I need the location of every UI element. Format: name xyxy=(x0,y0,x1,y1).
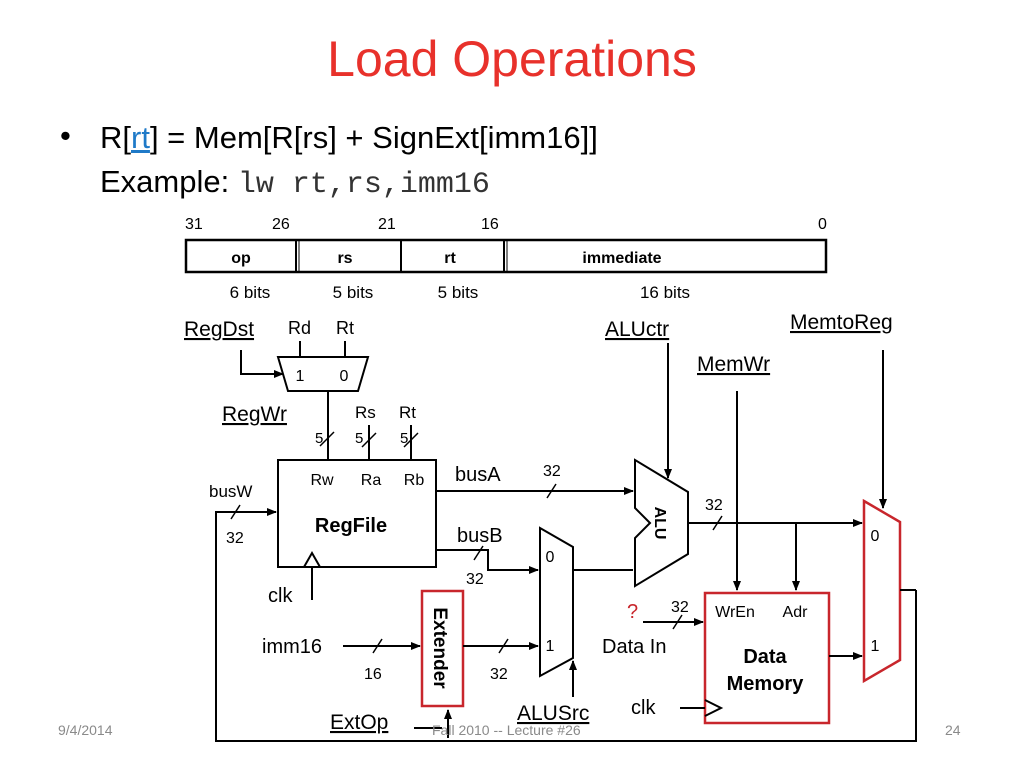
width-op: 6 bits xyxy=(230,283,271,302)
alu: ALU xyxy=(634,343,689,588)
rw-width: 5 xyxy=(315,430,323,447)
rd-label: Rd xyxy=(288,318,311,338)
example-code: lw rt,rs,imm16 xyxy=(237,168,490,202)
wren-port: WrEn xyxy=(715,604,755,621)
rb-width: 5 xyxy=(400,430,408,447)
width-rs: 5 bits xyxy=(333,283,374,302)
memtoreg-mux-shape xyxy=(862,498,902,684)
bullet-line-2: Example: lw rt,rs,imm16 xyxy=(100,164,490,202)
field-op: op xyxy=(231,250,251,267)
rs-input-label: Rs xyxy=(355,403,376,422)
rb-port: Rb xyxy=(404,472,425,489)
busb-width: 32 xyxy=(466,571,484,588)
data-memory: WrEn Adr Data Memory clk xyxy=(631,591,831,725)
bit-0: 0 xyxy=(818,216,827,233)
data-in-width: 32 xyxy=(671,599,689,616)
imm16-width: 16 xyxy=(364,666,382,683)
width-rt: 5 bits xyxy=(438,283,479,302)
regfile-clk-label: clk xyxy=(268,585,293,607)
busa-width: 32 xyxy=(543,463,561,480)
bullet-line-1-prefix: R[ xyxy=(100,120,131,155)
rt-input-label: Rt xyxy=(399,403,416,422)
alusrc-mux: 0 1 xyxy=(539,526,633,697)
imm16-label: imm16 xyxy=(262,636,322,658)
regdst-mux-shape xyxy=(276,356,370,392)
data-memory-name-2: Memory xyxy=(727,673,805,695)
field-rt: rt xyxy=(444,250,456,267)
footer-date: 9/4/2014 xyxy=(58,722,113,738)
alusrc-mux-sel0: 0 xyxy=(546,549,555,566)
memtoreg-mux-sel0: 0 xyxy=(871,528,880,545)
data-in-question: ? xyxy=(627,601,638,623)
instruction-frame xyxy=(184,238,828,274)
extender-name: Extender xyxy=(429,607,450,689)
alusrc-mux-shape xyxy=(539,526,574,678)
extender-box xyxy=(420,589,465,708)
alu-shape xyxy=(634,458,689,588)
ra-port: Ra xyxy=(361,472,382,489)
regdst-mux: Rd Rt 1 0 xyxy=(240,318,370,460)
field-rs: rs xyxy=(337,250,352,267)
bullet-line-1-rest: ] = Mem[R[rs] + SignExt[imm16]] xyxy=(149,120,598,155)
regdst-mux-sel1: 1 xyxy=(296,368,305,385)
alu-out-width: 32 xyxy=(705,497,723,514)
memtoreg-mux: 0 1 xyxy=(862,498,916,684)
bit-16: 16 xyxy=(481,216,499,233)
regfile-box xyxy=(277,459,437,568)
regdst-mux-sel0: 0 xyxy=(340,368,349,385)
alusrc-label: ALUSrc xyxy=(517,702,589,725)
bullet-line-1: R[rt] = Mem[R[rs] + SignExt[imm16]] xyxy=(100,120,598,156)
footer-page-number: 24 xyxy=(945,722,961,738)
instruction-format: 31 26 21 16 0 op rs rt immediate 6 bits … xyxy=(184,216,828,302)
extop-label: ExtOp xyxy=(330,711,388,734)
busb-label: busB xyxy=(457,525,503,547)
rt-link[interactable]: rt xyxy=(131,120,150,155)
rt-label: Rt xyxy=(336,318,354,338)
regfile-name: RegFile xyxy=(315,515,387,537)
extender: Extender xyxy=(420,589,465,708)
width-immediate: 16 bits xyxy=(640,283,690,302)
data-in-label: Data In xyxy=(602,636,666,658)
busa-label: busA xyxy=(455,464,501,486)
bullet-marker: • xyxy=(60,118,71,153)
memory-clk-label: clk xyxy=(631,697,656,719)
field-immediate: immediate xyxy=(582,250,661,267)
busb-wire xyxy=(436,549,539,574)
memwr-label: MemWr xyxy=(697,353,770,376)
regdst-label: RegDst xyxy=(184,318,254,341)
slide-title: Load Operations xyxy=(327,31,697,87)
data-memory-box xyxy=(703,591,831,725)
footer-lecture: Fall 2010 -- Lecture #26 xyxy=(432,722,581,738)
busw-width: 32 xyxy=(226,530,244,547)
rw-port: Rw xyxy=(310,472,334,489)
adr-port: Adr xyxy=(783,604,809,621)
register-file: Rw Ra Rb RegFile clk xyxy=(268,459,437,607)
regfile-clock-triangle xyxy=(303,550,321,568)
alu-name: ALU xyxy=(651,507,668,540)
aluctr-label: ALUctr xyxy=(605,318,669,341)
ext-out-width: 32 xyxy=(490,666,508,683)
bit-26: 26 xyxy=(272,216,290,233)
data-memory-name-1: Data xyxy=(743,646,787,668)
example-label: Example: xyxy=(100,164,238,199)
bit-31: 31 xyxy=(185,216,203,233)
regwr-label: RegWr xyxy=(222,403,287,426)
ra-width: 5 xyxy=(355,430,363,447)
bit-21: 21 xyxy=(378,216,396,233)
alusrc-mux-sel1: 1 xyxy=(546,638,555,655)
memtoreg-mux-sel1: 1 xyxy=(871,638,880,655)
memtoreg-label: MemtoReg xyxy=(790,311,893,334)
busw-label: busW xyxy=(209,482,252,501)
memory-clock-triangle xyxy=(704,699,724,717)
